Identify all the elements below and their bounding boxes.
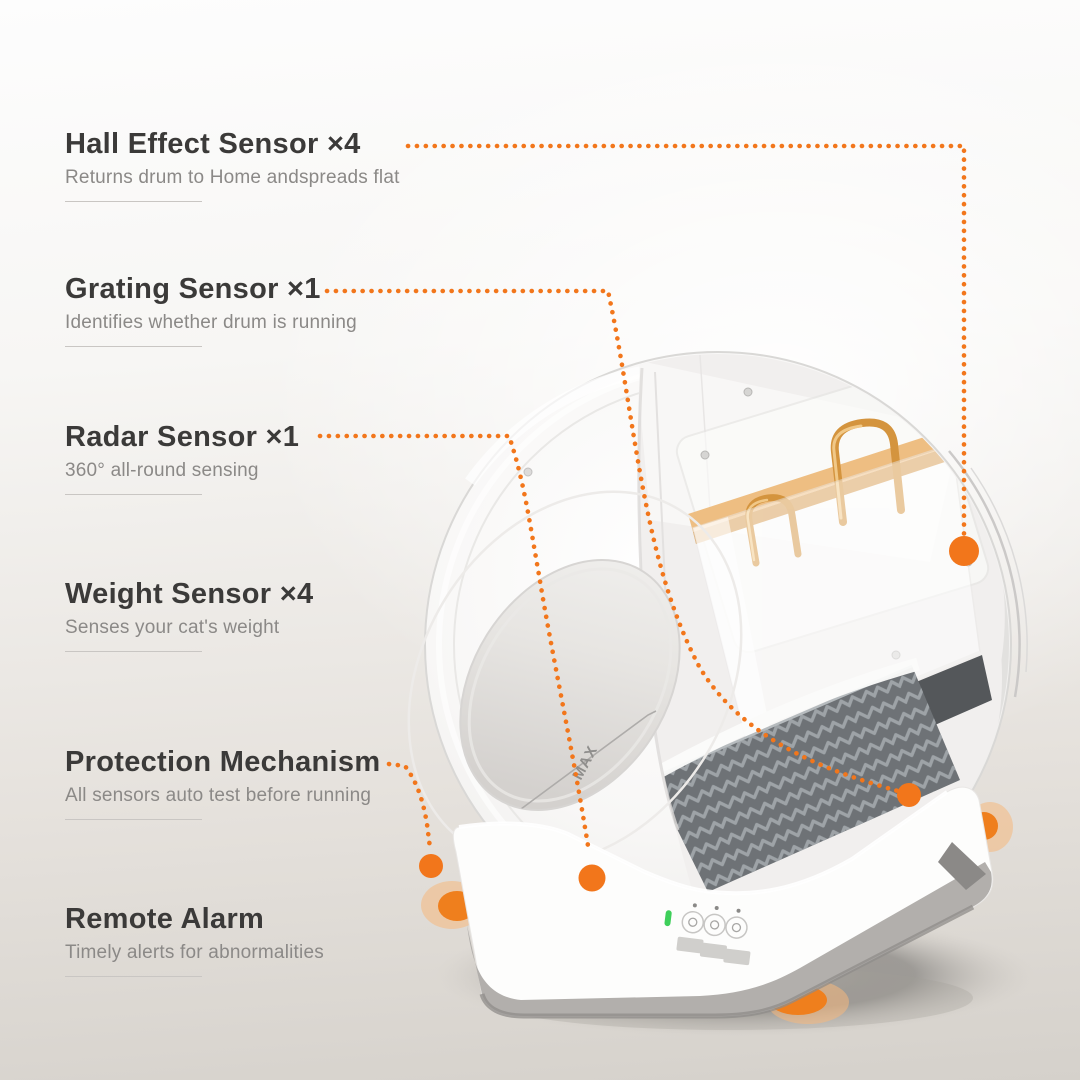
feature-subtitle: 360° all-round sensing	[65, 460, 259, 481]
feature-subtitle: Returns drum to Home andspreads flat	[65, 167, 400, 188]
feature-title: Hall Effect Sensor ×4	[65, 128, 361, 160]
hall-sensor-leader-line	[405, 143, 967, 537]
panel-buttons	[681, 903, 748, 939]
radar-sensor-marker-dot	[578, 864, 606, 892]
feature-subtitle: Senses your cat's weight	[65, 617, 280, 638]
feature-label-remote-alarm: Remote Alarm Timely alerts for abnormali…	[65, 902, 324, 977]
feature-subtitle: Identifies whether drum is running	[65, 312, 357, 333]
radar-sensor-leader-line	[317, 433, 592, 855]
feature-label-grating-sensor: Grating Sensor ×1 Identifies whether dru…	[65, 272, 357, 347]
feature-subtitle: Timely alerts for abnormalities	[65, 942, 324, 963]
protection-leader-line	[386, 761, 433, 851]
panel-label-plates	[676, 936, 751, 966]
feature-title: Radar Sensor ×1	[65, 421, 300, 453]
base-bottom-band	[467, 862, 992, 1016]
feature-divider	[65, 819, 202, 820]
grating-sensor-marker-dot	[897, 783, 921, 807]
feature-divider	[65, 346, 202, 347]
feature-divider	[65, 494, 202, 495]
grating-sensor-leader-line	[324, 288, 901, 794]
front-screw	[523, 467, 533, 477]
control-panel	[664, 903, 751, 966]
feature-divider	[65, 976, 202, 977]
protection-marker-dot	[419, 854, 443, 878]
max-fill-line	[520, 710, 657, 810]
feature-title: Grating Sensor ×1	[65, 273, 321, 305]
drum: MAX	[407, 351, 1028, 939]
feature-title: Remote Alarm	[65, 903, 265, 935]
base-right-foot	[938, 842, 986, 890]
feature-label-weight-sensor: Weight Sensor ×4 Senses your cat's weigh…	[65, 577, 313, 652]
feature-title: Weight Sensor ×4	[65, 578, 314, 610]
feature-label-protection-mechanism: Protection Mechanism All sensors auto te…	[65, 745, 380, 820]
feature-label-hall-effect-sensor: Hall Effect Sensor ×4 Returns drum to Ho…	[65, 127, 400, 202]
feature-title: Protection Mechanism	[65, 746, 381, 778]
feature-label-radar-sensor: Radar Sensor ×1 360° all-round sensing	[65, 420, 299, 495]
feature-subtitle: All sensors auto test before running	[65, 785, 372, 806]
feature-divider	[65, 201, 202, 202]
hall-sensor-marker-dot	[949, 536, 979, 566]
power-led	[664, 910, 672, 927]
feature-divider	[65, 651, 202, 652]
